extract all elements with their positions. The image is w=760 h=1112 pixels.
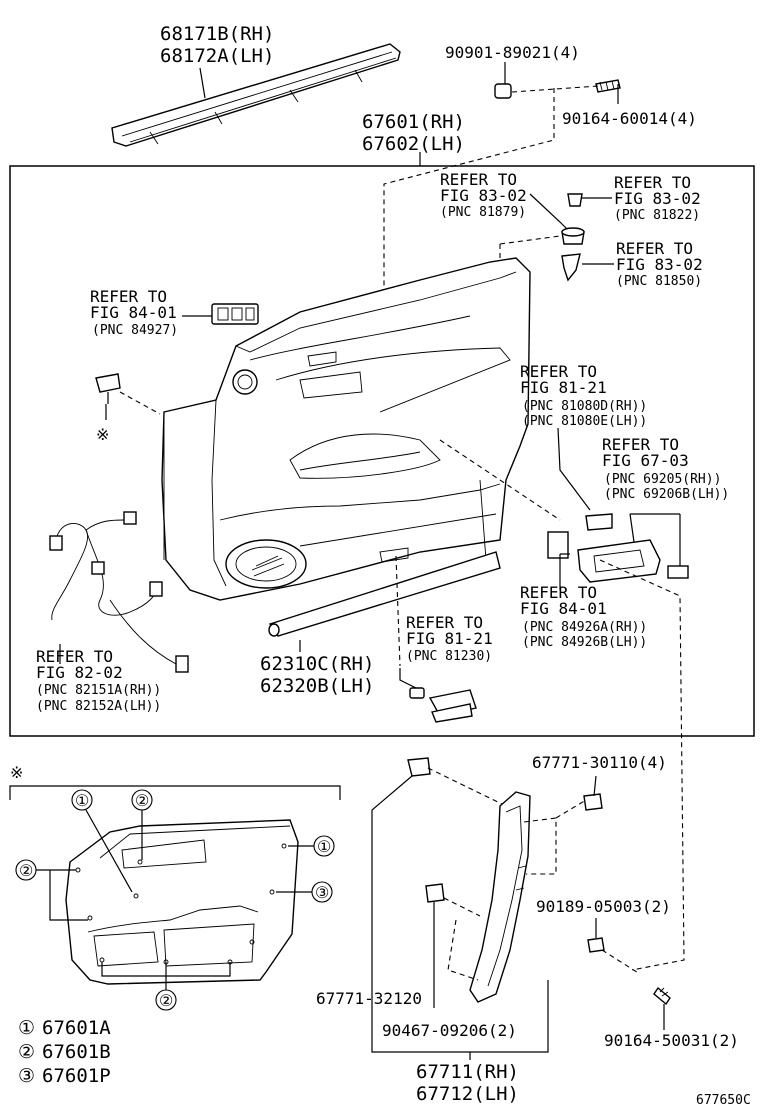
svg-text:67601P: 67601P bbox=[42, 1065, 111, 1087]
svg-text:②: ② bbox=[19, 861, 33, 880]
svg-text:FIG 84-01: FIG 84-01 bbox=[90, 303, 177, 322]
screw-icon bbox=[595, 79, 621, 93]
svg-text:②: ② bbox=[135, 791, 149, 810]
svg-text:(PNC 69205(RH)): (PNC 69205(RH)) bbox=[604, 472, 721, 487]
screw-top-label: 90164-60014(4) bbox=[562, 109, 697, 128]
svg-text:FIG 84-01: FIG 84-01 bbox=[520, 599, 607, 618]
svg-text:REFER TO: REFER TO bbox=[614, 173, 691, 192]
svg-text:(PNC 82152A(LH)): (PNC 82152A(LH)) bbox=[36, 699, 161, 714]
inset-asterisk: ※ bbox=[10, 763, 23, 782]
clip-90189-label: 90189-05003(2) bbox=[536, 897, 671, 916]
clip-90467-label: 90467-09206(2) bbox=[382, 1021, 517, 1040]
svg-text:(PNC 81879): (PNC 81879) bbox=[440, 205, 526, 220]
svg-text:REFER TO: REFER TO bbox=[520, 583, 597, 602]
door-trim-label-lh: 67602(LH) bbox=[362, 133, 465, 155]
door-trim-label-rh: 67601(RH) bbox=[362, 111, 465, 133]
screw-90164-50031-label: 90164-50031(2) bbox=[604, 1031, 739, 1050]
clip-bracket-icon bbox=[561, 253, 581, 282]
refer-8202: REFER TO FIG 82-02 (PNC 82151A(RH)) (PNC… bbox=[36, 647, 161, 714]
legend: ① 67601A ② 67601B ③ 67601P bbox=[18, 1017, 111, 1087]
svg-text:(PNC 84926A(RH)): (PNC 84926A(RH)) bbox=[522, 620, 647, 635]
moulding-label-rh: 68171B(RH) bbox=[160, 23, 274, 45]
svg-text:REFER TO: REFER TO bbox=[90, 287, 167, 306]
weatherstrip-label: 62310C(RH) 62320B(LH) bbox=[260, 653, 374, 697]
svg-text:(PNC 81080E(LH)): (PNC 81080E(LH)) bbox=[522, 414, 647, 429]
svg-text:FIG 83-02: FIG 83-02 bbox=[440, 186, 527, 205]
pull-cap-icon bbox=[567, 193, 583, 207]
door-weatherstrip bbox=[268, 551, 501, 637]
svg-text:③: ③ bbox=[315, 883, 329, 902]
refer-8302-b: REFER TO FIG 83-02 (PNC 81822) bbox=[614, 173, 701, 223]
clip-icon bbox=[494, 83, 512, 99]
refer-8121-a: REFER TO FIG 81-21 (PNC 81080D(RH)) (PNC… bbox=[520, 362, 647, 429]
door-trim-panel bbox=[161, 257, 531, 601]
screw-icon-lower bbox=[653, 986, 671, 1006]
refer-8401-b: REFER TO FIG 84-01 (PNC 84926A(RH)) (PNC… bbox=[520, 583, 647, 650]
svg-text:67601B: 67601B bbox=[42, 1041, 111, 1063]
svg-text:FIG 67-03: FIG 67-03 bbox=[602, 451, 689, 470]
inset-callouts: ① ② ① ② ③ ② bbox=[15, 789, 335, 1011]
svg-text:③: ③ bbox=[18, 1065, 35, 1087]
wire-harness bbox=[49, 511, 189, 673]
clip-67771-30110-label: 67771-30110(4) bbox=[532, 753, 667, 772]
svg-text:FIG 81-21: FIG 81-21 bbox=[406, 629, 493, 648]
cap-icon bbox=[561, 227, 585, 245]
svg-text:67712(LH): 67712(LH) bbox=[416, 1083, 519, 1105]
svg-text:REFER TO: REFER TO bbox=[406, 613, 483, 632]
svg-text:REFER TO: REFER TO bbox=[36, 647, 113, 666]
svg-text:①: ① bbox=[18, 1017, 35, 1039]
svg-text:(PNC 81850): (PNC 81850) bbox=[616, 274, 702, 289]
courtesy-lamp-icon bbox=[409, 687, 477, 723]
svg-text:REFER TO: REFER TO bbox=[520, 362, 597, 381]
svg-text:REFER TO: REFER TO bbox=[602, 435, 679, 454]
svg-text:67711(RH): 67711(RH) bbox=[416, 1061, 519, 1083]
svg-text:REFER TO: REFER TO bbox=[616, 239, 693, 258]
clip-icon-lower-a bbox=[407, 757, 431, 777]
svg-text:(PNC 81080D(RH)): (PNC 81080D(RH)) bbox=[522, 399, 647, 414]
svg-text:(PNC 82151A(RH)): (PNC 82151A(RH)) bbox=[36, 683, 161, 698]
figure-id: 677650C bbox=[696, 1093, 751, 1108]
refer-6703: REFER TO FIG 67-03 (PNC 69205(RH)) (PNC … bbox=[602, 435, 729, 502]
refer-8121-b: REFER TO FIG 81-21 (PNC 81230) bbox=[406, 613, 493, 664]
svg-text:67601A: 67601A bbox=[42, 1017, 111, 1039]
clip-top-label: 90901-89021(4) bbox=[445, 43, 580, 62]
asterisk-mark: ※ bbox=[96, 425, 109, 444]
window-switch-icon bbox=[211, 303, 259, 325]
refer-8302-a: REFER TO FIG 83-02 (PNC 81879) bbox=[440, 170, 527, 220]
handle-assembly-icon bbox=[547, 531, 689, 583]
lower-panel-label: 67711(RH) 67712(LH) bbox=[416, 1061, 519, 1105]
svg-text:(PNC 81230): (PNC 81230) bbox=[406, 649, 492, 664]
clip-67771-32120-label: 67771-32120 bbox=[316, 989, 422, 1008]
door-belt-moulding bbox=[111, 43, 401, 147]
svg-text:FIG 82-02: FIG 82-02 bbox=[36, 663, 123, 682]
svg-text:(PNC 84927): (PNC 84927) bbox=[92, 323, 178, 338]
refer-8302-c: REFER TO FIG 83-02 (PNC 81850) bbox=[616, 239, 703, 289]
clip-icon-lower-b bbox=[583, 793, 603, 811]
svg-text:REFER TO: REFER TO bbox=[440, 170, 517, 189]
svg-text:①: ① bbox=[75, 791, 89, 810]
svg-text:62310C(RH): 62310C(RH) bbox=[260, 653, 374, 675]
svg-text:(PNC 81822): (PNC 81822) bbox=[614, 208, 700, 223]
moulding-label-lh: 68172A(LH) bbox=[160, 45, 274, 67]
svg-text:(PNC 69206B(LH)): (PNC 69206B(LH)) bbox=[604, 487, 729, 502]
svg-text:62320B(LH): 62320B(LH) bbox=[260, 675, 374, 697]
clip-icon-lower-c bbox=[425, 883, 445, 903]
clip-icon-left bbox=[95, 373, 121, 404]
svg-text:FIG 81-21: FIG 81-21 bbox=[520, 378, 607, 397]
inset-door-trim bbox=[65, 819, 299, 985]
main-assembly-frame bbox=[9, 165, 755, 737]
refer-8401-a: REFER TO FIG 84-01 (PNC 84927) bbox=[90, 287, 178, 338]
svg-text:②: ② bbox=[18, 1041, 35, 1063]
svg-text:FIG 83-02: FIG 83-02 bbox=[616, 255, 703, 274]
nut-icon bbox=[587, 937, 605, 953]
lower-panel bbox=[469, 791, 531, 1003]
svg-text:①: ① bbox=[317, 837, 331, 856]
svg-text:②: ② bbox=[159, 991, 173, 1010]
svg-text:FIG 83-02: FIG 83-02 bbox=[614, 189, 701, 208]
lamp-icon bbox=[585, 513, 613, 531]
svg-text:(PNC 84926B(LH)): (PNC 84926B(LH)) bbox=[522, 635, 647, 650]
